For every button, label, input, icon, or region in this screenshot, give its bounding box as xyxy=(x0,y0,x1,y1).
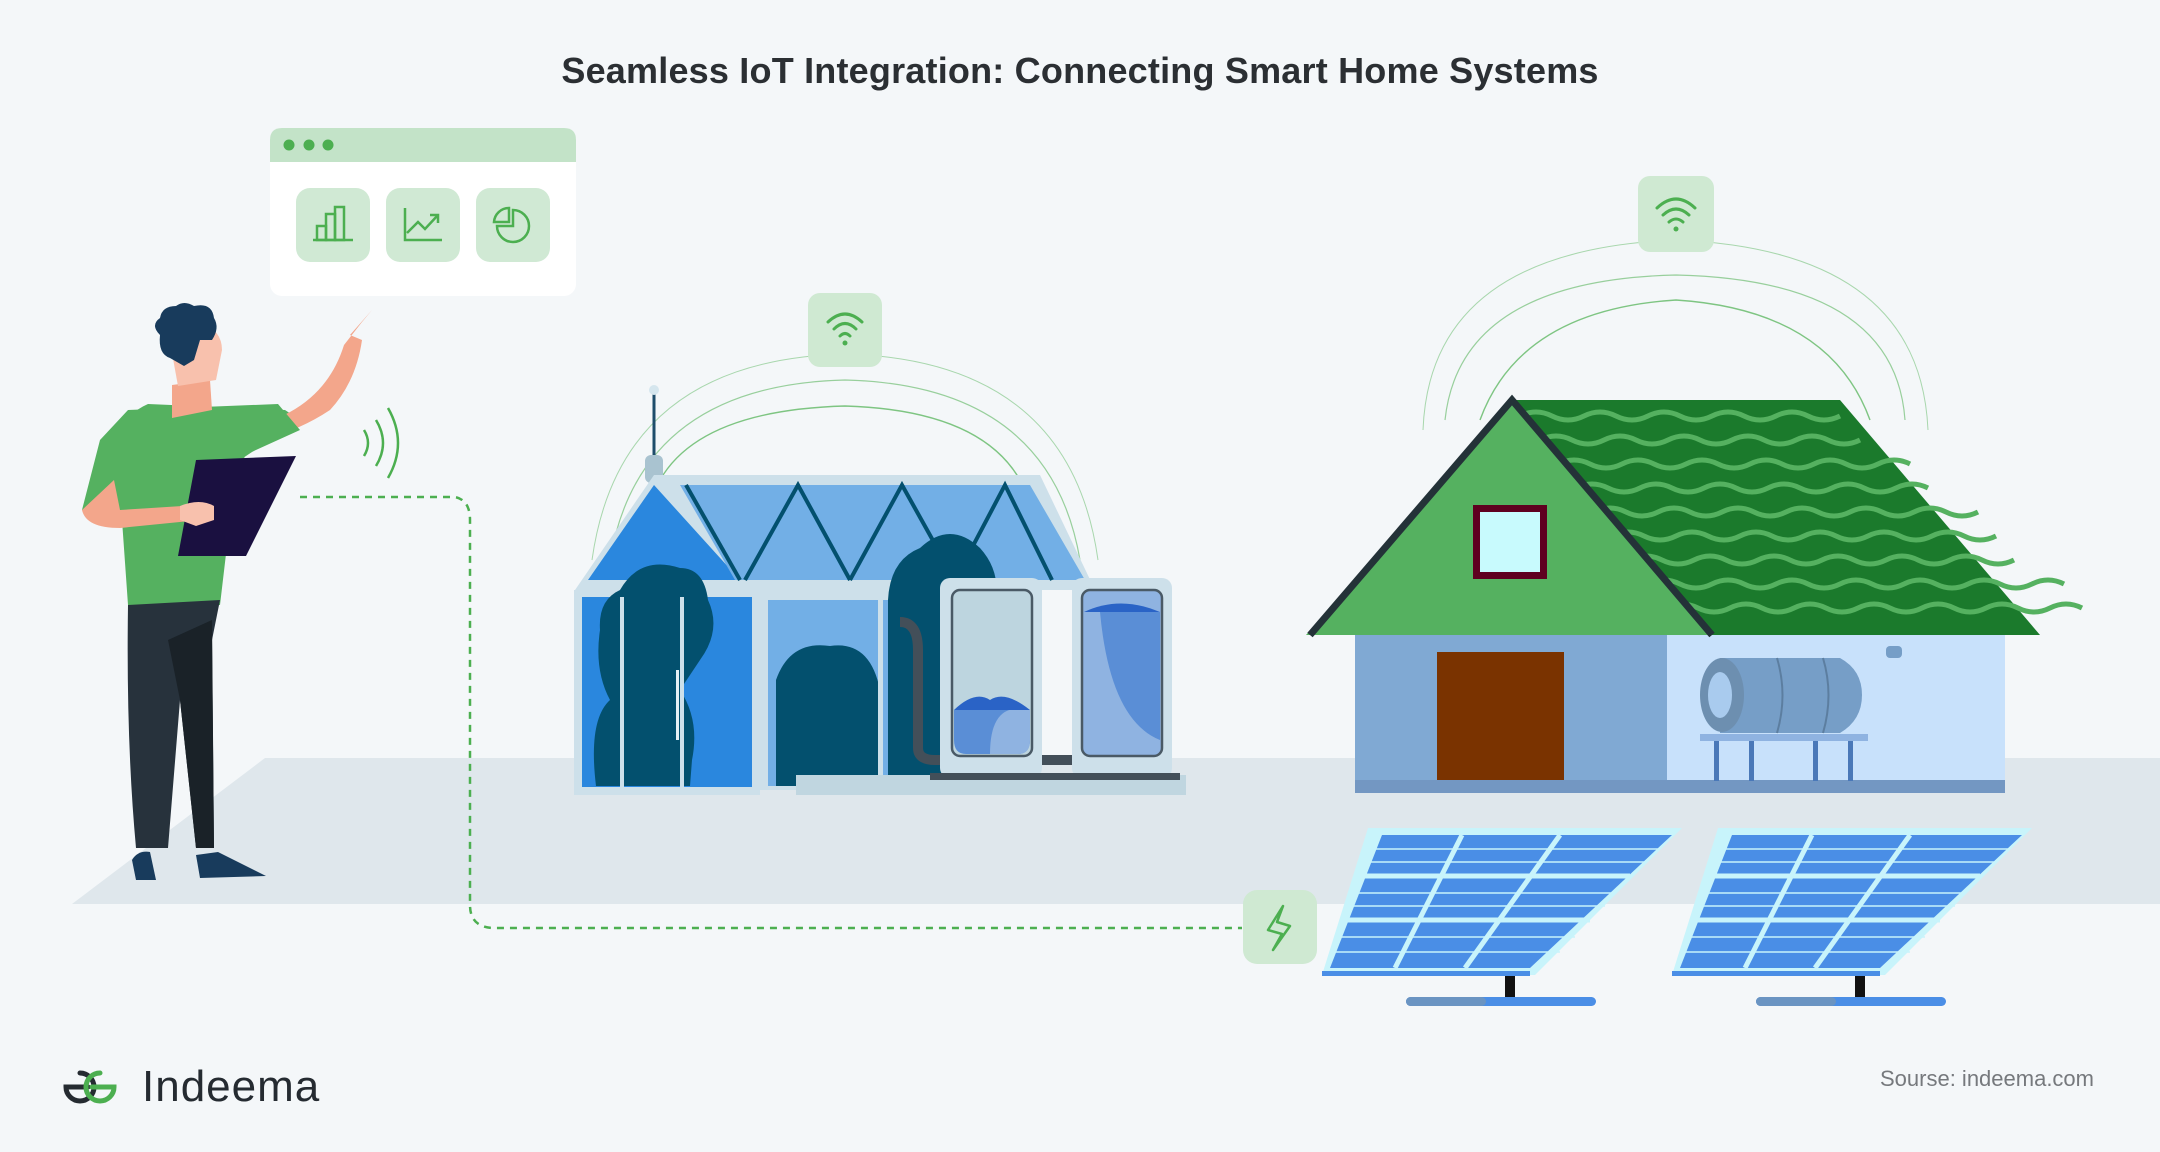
dashed-connection-line xyxy=(300,495,1242,930)
indeema-logo-icon xyxy=(63,1070,117,1104)
lightning-bolt-icon xyxy=(1266,904,1292,952)
person-figure xyxy=(82,303,400,880)
solar-panel xyxy=(1672,828,2032,1006)
wifi-icon xyxy=(826,312,864,338)
greenhouse-wifi-badge xyxy=(808,293,882,367)
window-dot xyxy=(283,139,295,151)
source-credit: Sourse: indeema.com xyxy=(1880,1066,2094,1091)
window-dot xyxy=(322,139,334,151)
wifi-icon xyxy=(1655,197,1697,224)
line-chart-icon xyxy=(403,208,442,242)
house-wifi-badge xyxy=(1638,176,1714,252)
greenhouse xyxy=(574,385,1186,795)
window-dot xyxy=(303,139,315,151)
bar-chart-icon xyxy=(313,205,353,242)
house xyxy=(1306,394,2084,793)
pie-chart-icon xyxy=(492,206,531,244)
page-title: Seamless IoT Integration: Connecting Sma… xyxy=(561,50,1599,91)
dashboard-window xyxy=(270,128,576,296)
tablet xyxy=(178,456,296,556)
power-badge xyxy=(1243,890,1317,964)
wireless-waves-icon xyxy=(362,407,400,479)
brand-name: Indeema xyxy=(142,1062,321,1111)
solar-panel xyxy=(1322,828,1682,1006)
brand-logo: Indeema xyxy=(58,1062,320,1112)
